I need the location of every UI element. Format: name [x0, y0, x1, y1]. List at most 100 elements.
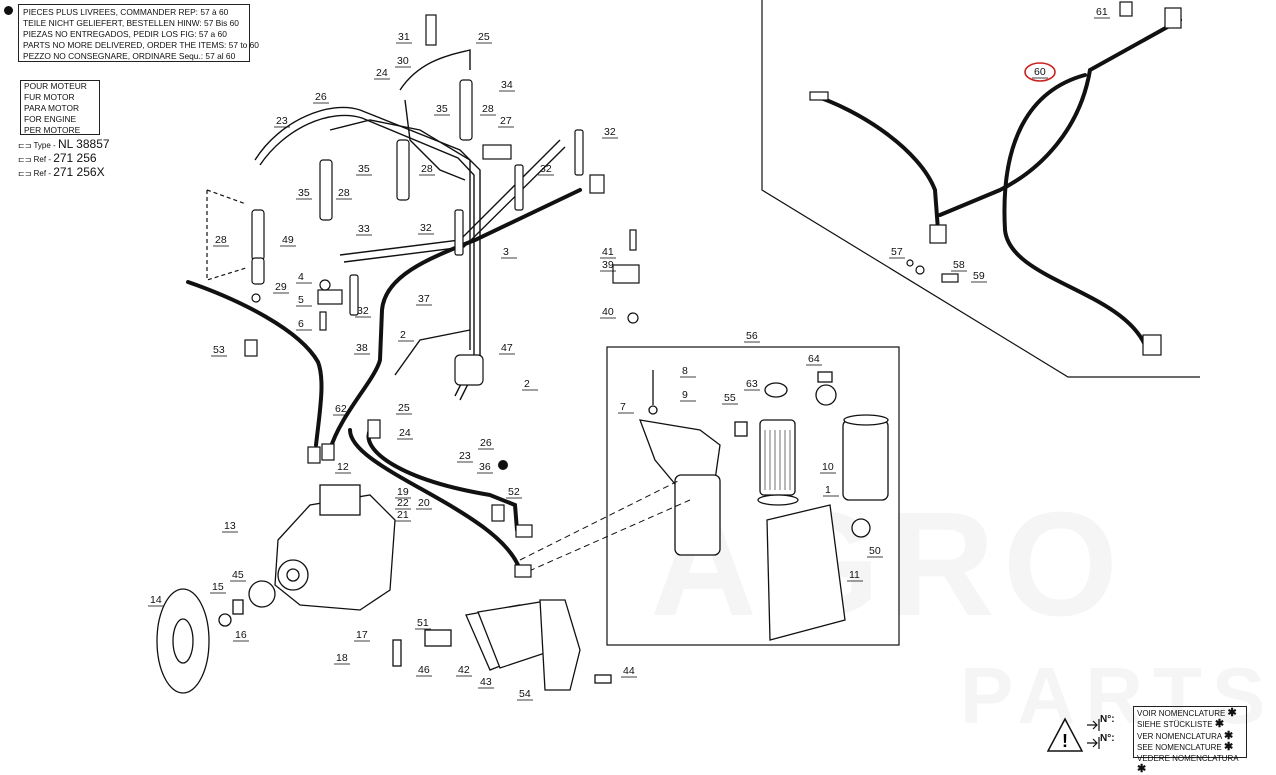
callout-28: 28	[482, 103, 494, 115]
washer-57	[906, 259, 914, 267]
callout-45: 45	[232, 569, 244, 581]
callout-39: 39	[602, 259, 614, 271]
callout-53: 53	[213, 344, 225, 356]
reference-list: ⊏⊐ Type - NL 38857 ⊏⊐ Ref - 271 256 ⊏⊐ R…	[18, 138, 110, 180]
filter-bowl-rim	[843, 414, 889, 426]
callout-49: 49	[282, 234, 294, 246]
legend-row: SIEHE STÜCKLISTE ✱	[1137, 719, 1243, 730]
glow-plug	[514, 164, 524, 211]
legend-row: VOIR NOMENCLATURE ✱	[1137, 708, 1243, 719]
washer-58	[915, 265, 925, 275]
callout-55: 55	[724, 392, 736, 404]
screw-6	[319, 311, 327, 331]
callout-34: 34	[501, 79, 513, 91]
callout-23: 23	[276, 115, 288, 127]
pump-head	[319, 484, 361, 516]
callout-26: 26	[480, 437, 492, 449]
washer-9	[648, 405, 658, 415]
callout-12: 12	[337, 461, 349, 473]
asterisk-icon: ✱	[1224, 741, 1234, 754]
callout-2: 2	[524, 378, 530, 390]
legend-row: VEDERE NOMENCLATURA ✱	[1137, 754, 1243, 775]
connector-inset-c	[929, 224, 947, 244]
legend-text: VEDERE NOMENCLATURA	[1137, 753, 1239, 763]
inset-frame	[761, 0, 1200, 378]
drain-50	[851, 518, 871, 538]
callout-14: 14	[150, 594, 162, 606]
callout-32: 32	[540, 163, 552, 175]
callout-29: 29	[275, 281, 287, 293]
highlight-ring	[1024, 62, 1056, 82]
callout-19: 19	[397, 486, 409, 498]
callout-5: 5	[298, 294, 304, 306]
fuel-hose-52	[366, 428, 519, 532]
legend-text: SIEHE STÜCKLISTE	[1137, 720, 1213, 730]
glow-plug	[454, 209, 464, 256]
callout-50: 50	[869, 545, 881, 557]
callout-52: 52	[508, 486, 520, 498]
glow-plug	[574, 129, 584, 176]
callout-27: 27	[500, 115, 512, 127]
asterisk-icon: ✱	[1224, 729, 1234, 742]
connector-inset-b	[1142, 334, 1162, 356]
callout-28: 28	[421, 163, 433, 175]
callout-36: 36	[479, 461, 491, 473]
fitting-12	[367, 419, 381, 439]
o-ring-45	[248, 580, 276, 608]
hose-inset-b	[938, 18, 1182, 217]
callout-4: 4	[298, 271, 304, 283]
engine-line: FOR ENGINE	[24, 114, 77, 124]
callout-23: 23	[459, 450, 471, 462]
callout-61: 61	[1096, 6, 1108, 18]
injector-pipe	[259, 114, 475, 397]
valve-47	[454, 354, 484, 386]
callout-40: 40	[602, 306, 614, 318]
bolt-31	[425, 14, 437, 46]
solenoid-51	[424, 629, 452, 647]
cap-63	[764, 382, 788, 398]
callout-13: 13	[224, 520, 236, 532]
notice-box: PIECES PLUS LIVREES, COMMANDER REP: 57 à…	[18, 4, 259, 62]
callout-11: 11	[849, 569, 860, 581]
callout-31: 31	[398, 31, 410, 43]
callout-24: 24	[399, 427, 411, 439]
callout-38: 38	[356, 342, 368, 354]
injector	[459, 79, 473, 141]
notice-line: PIEZAS NO ENTREGADOS, PEDIR LOS FIG: 57 …	[23, 29, 227, 39]
callout-51: 51	[417, 617, 429, 629]
sensor-64	[817, 371, 833, 383]
callout-30: 30	[397, 55, 409, 67]
callout-6: 6	[298, 318, 304, 330]
fitting-52	[491, 504, 505, 522]
injector	[396, 139, 410, 201]
asterisk-icon: ✱	[1227, 707, 1237, 719]
legend-text: VOIR NOMENCLATURE	[1137, 709, 1226, 718]
callout-17: 17	[356, 629, 368, 641]
callout-2: 2	[400, 329, 406, 341]
callout-8: 8	[682, 365, 688, 377]
callout-32: 32	[420, 222, 432, 234]
callout-25: 25	[478, 31, 490, 43]
legend-row: VER NOMENCLATURA ✱	[1137, 729, 1243, 742]
injector-pipe	[329, 119, 471, 350]
injector	[319, 159, 333, 221]
callout-59: 59	[973, 270, 985, 282]
hose-end	[809, 91, 829, 101]
injector-tip	[251, 257, 265, 285]
hose-inset-c	[1002, 73, 1147, 347]
bolt-41	[629, 229, 637, 251]
injector-pipe	[399, 49, 471, 91]
sensor-46	[392, 639, 402, 667]
callout-56: 56	[746, 330, 758, 342]
seal-ring-64	[815, 384, 837, 406]
callout-33: 33	[358, 223, 370, 235]
callout-44: 44	[623, 665, 635, 677]
callout-42: 42	[458, 664, 470, 676]
callout-63: 63	[746, 378, 758, 390]
injector	[251, 209, 265, 261]
ref-label: Type	[33, 141, 51, 150]
engine-line: PER MOTORE	[24, 125, 81, 135]
fuel-hose-53	[186, 280, 324, 447]
hose-inset-a	[810, 93, 940, 232]
legend-row: SEE NOMENCLATURE ✱	[1137, 742, 1243, 753]
